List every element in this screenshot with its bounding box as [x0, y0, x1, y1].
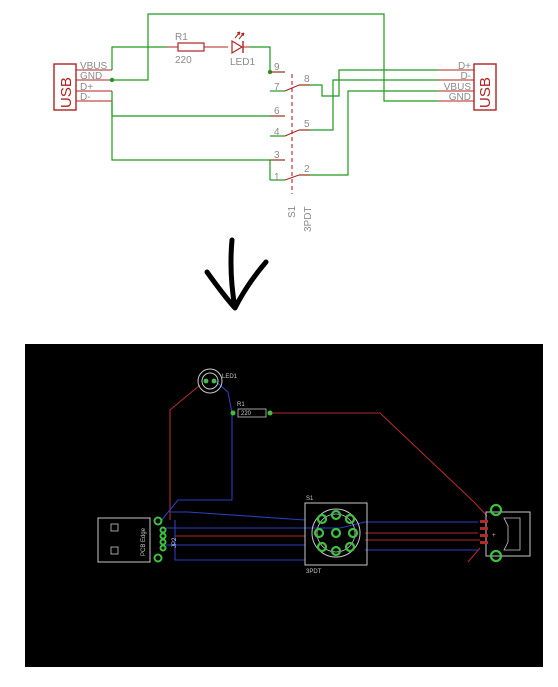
- schematic-nets: [111, 13, 438, 181]
- pcb-resistor-pad-2: [267, 410, 273, 416]
- pcb-led-outline-inner: [201, 372, 219, 390]
- pcb-led-pad-1: [203, 378, 209, 384]
- left-usb-pin-dminus: D-: [80, 92, 91, 103]
- right-usb-pin-dminus: D-: [460, 71, 471, 82]
- pcb-switch-name: S1: [306, 496, 314, 502]
- switch-pin-3: 3: [274, 150, 280, 161]
- pcb-switch: S1 3PDT: [304, 496, 368, 575]
- pcb-top-traces: [169, 384, 488, 563]
- down-arrow-icon: [204, 237, 269, 311]
- pcb-resistor-name: R1: [237, 402, 245, 408]
- right-usb-pin-vbus: VBUS: [444, 82, 472, 93]
- junction-vbus: [109, 77, 115, 83]
- net-s8-to-right-dplus: [299, 69, 438, 97]
- pcb-usb-plug-pads: [153, 516, 167, 563]
- left-usb-pin-vbus: VBUS: [80, 61, 108, 72]
- switch-pin-4: 4: [274, 127, 280, 138]
- switch-pin-2: 2: [304, 164, 310, 175]
- pcb-usb-receptacle-plus: +: [492, 533, 496, 539]
- schematic-right-usb-connector: USB D+ D- VBUS GND: [438, 61, 497, 111]
- pcb-led-outline-outer: [197, 368, 223, 394]
- net-gnd-loop: [112, 13, 438, 102]
- right-usb-pin-dplus: D+: [458, 61, 471, 72]
- right-usb-pin-gnd: GND: [449, 92, 471, 103]
- resistor-body: [177, 42, 205, 52]
- net-dminus-left: [111, 101, 285, 161]
- pcb-led-pad-2: [211, 378, 217, 384]
- net-vbus-top-loop: [111, 46, 167, 70]
- net-s5-to-right-dminus: [299, 79, 438, 131]
- pcb-edge-label: PCB Edge: [141, 527, 147, 556]
- pcb-resistor-value: 220: [241, 411, 252, 417]
- pcb-usb-plug-outline: [97, 517, 151, 563]
- switch-pin-1: 1: [274, 172, 280, 183]
- pcb-layout: LED1 R1 220 S: [25, 344, 543, 667]
- right-usb-label: USB: [477, 77, 494, 108]
- pcb-led-label: LED1: [222, 374, 238, 380]
- led-arrow-1: [234, 31, 241, 39]
- pcb-switch-type: 3PDT: [306, 569, 322, 575]
- schematic-switch: 9 7 8 6 4 5 3 1 2 S1 3PDT: [270, 62, 314, 232]
- pcb-usb-plug-window-2: [110, 546, 119, 555]
- switch-pin-8: 8: [304, 74, 310, 85]
- net-led-to-s9: [250, 46, 285, 73]
- led-triangle: [231, 39, 244, 55]
- pcb-usb-receptacle-pads: [489, 503, 503, 563]
- left-usb-pin-gnd: GND: [80, 71, 102, 82]
- resistor-name: R1: [175, 32, 188, 43]
- pcb-usb-receptacle: +: [480, 503, 531, 563]
- resistor-value: 220: [175, 55, 192, 66]
- switch-pin-5: 5: [304, 119, 310, 130]
- pcb-switch-ring-inner: [316, 513, 356, 553]
- pcb-switch-ring-outer: [311, 508, 361, 558]
- pcb-usb-plug-window-1: [110, 523, 119, 532]
- left-usb-pin-dplus: D+: [80, 82, 93, 93]
- pcb-usb-receptacle-smd-pins: [480, 520, 488, 544]
- led-arrow-2: [238, 32, 245, 40]
- right-usb-body: [473, 63, 497, 111]
- switch-pin-7: 7: [274, 82, 280, 93]
- pcb-resistor-pad-1: [230, 410, 236, 416]
- switch-name: S1: [287, 205, 298, 218]
- schematic-left-usb-connector: USB VBUS GND D+ D-: [53, 61, 112, 111]
- switch-pin-9: 9: [274, 62, 280, 73]
- pcb-resistor-body: [237, 408, 267, 418]
- led-name: LED1: [230, 57, 255, 68]
- switch-type: 3PDT: [303, 206, 314, 232]
- pcb-resistor: R1 220: [230, 402, 273, 418]
- pcb-usb-receptacle-shell: [503, 517, 521, 551]
- net-dplus-left: [111, 91, 285, 117]
- pcb-bottom-traces: [159, 379, 478, 561]
- pcb-board: [25, 344, 543, 667]
- left-usb-body: [53, 63, 77, 111]
- switch-pin-lines: [270, 71, 310, 176]
- pcb-jp-label: JP2: [172, 537, 178, 548]
- switch-pin-6: 6: [274, 106, 280, 117]
- pcb-usb-plug: PCB Edge JP2: [97, 516, 178, 563]
- schematic: USB VBUS GND D+ D- USB D+ D- VBUS GND: [53, 13, 497, 232]
- schematic-led: LED1: [230, 31, 255, 68]
- pcb-switch-outline: [304, 502, 368, 566]
- left-usb-label: USB: [58, 77, 75, 108]
- net-s2-to-right-vbus: [299, 90, 438, 176]
- schematic-resistor: R1 220: [167, 32, 228, 66]
- pcb-led: LED1: [197, 368, 238, 394]
- pcb-switch-pads: [313, 509, 359, 557]
